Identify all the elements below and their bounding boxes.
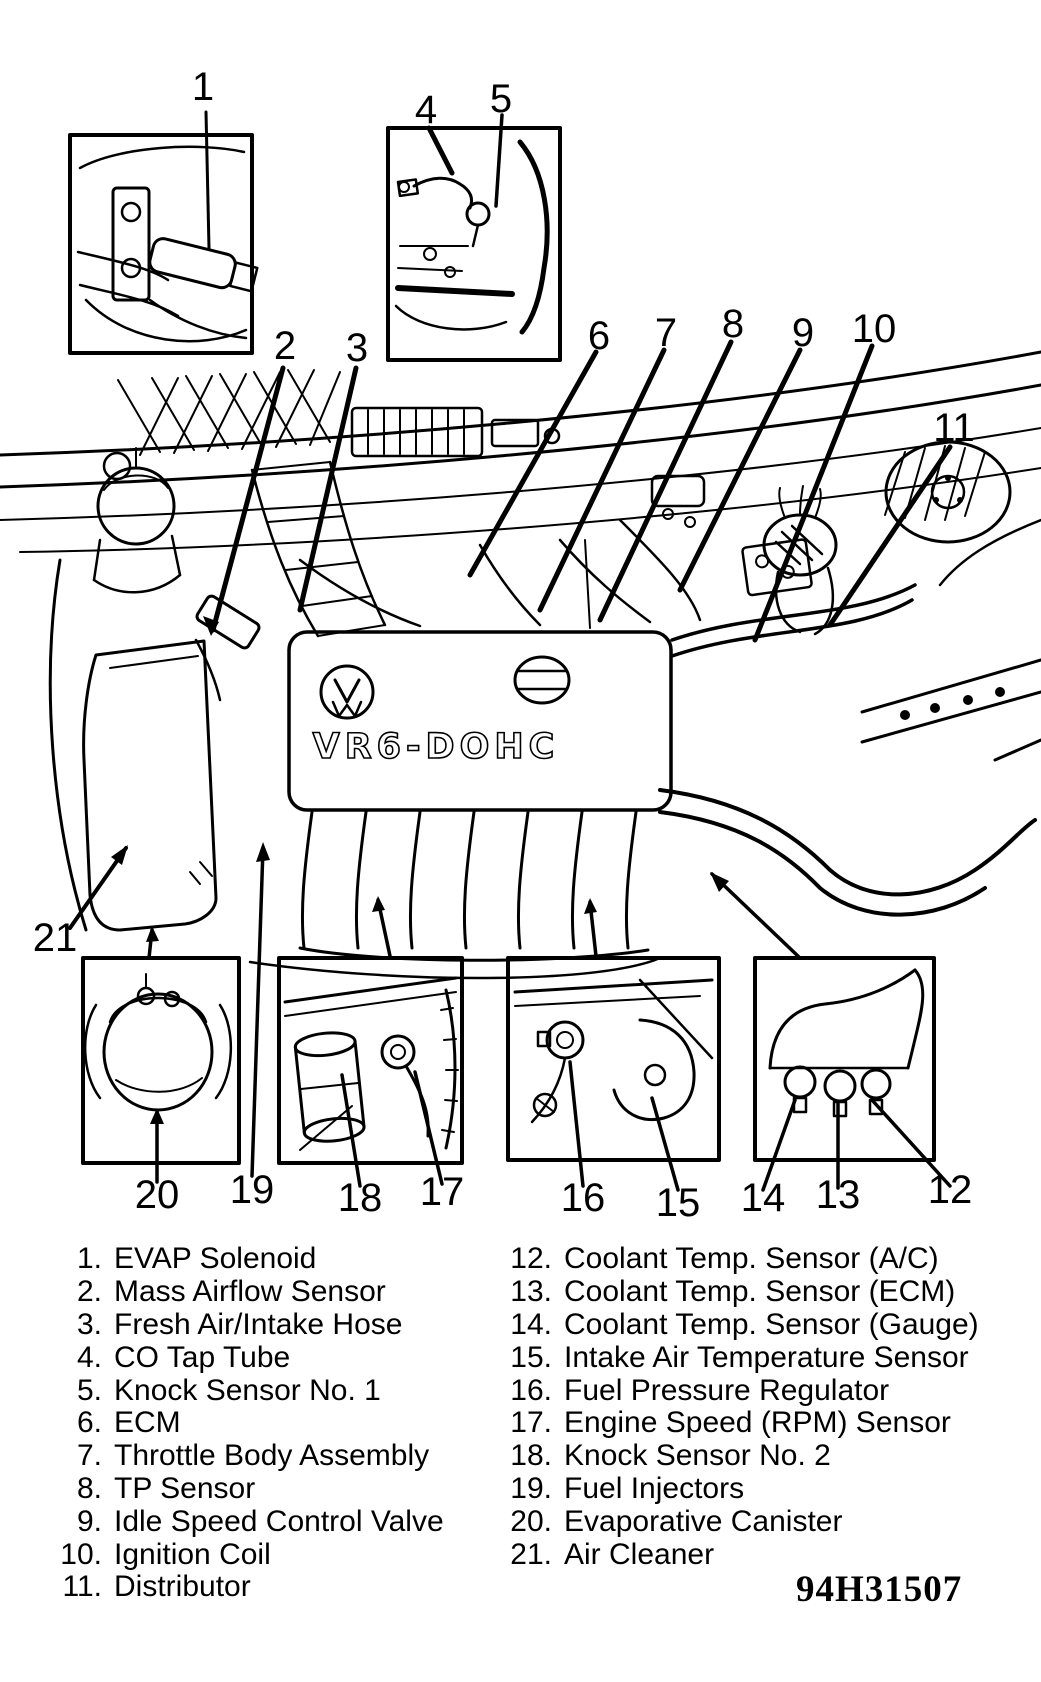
leader-arrowheads: [111, 616, 729, 1124]
coolant-hoses: [658, 583, 1041, 917]
coolant-reservoir: [92, 447, 182, 594]
legend-item-3: 3. Fresh Air/Intake Hose: [38, 1308, 468, 1342]
legend-item-8: 8. TP Sensor: [38, 1471, 468, 1506]
legend-item-label: Fresh Air/Intake Hose: [114, 1308, 403, 1341]
legend-item-label: Distributor: [114, 1570, 251, 1604]
legend-item-number: 21.: [510, 1537, 552, 1571]
engine-bay-line-art: VR6-DOHC: [0, 110, 1041, 1192]
legend-item-label: Evaporative Canister: [564, 1504, 843, 1538]
legend-item-label: Intake Air Temperature Sensor: [564, 1340, 969, 1374]
legend-item-label: TP Sensor: [114, 1471, 256, 1505]
legend-item-14: 14. Coolant Temp. Sensor (Gauge): [490, 1308, 1030, 1342]
oil-cap: [513, 655, 571, 705]
legend-item-label: Engine Speed (RPM) Sensor: [564, 1406, 951, 1440]
legend-column-left: 1. EVAP Solenoid 2. Mass Airflow Sensor 3. Fr…: [38, 1242, 468, 1604]
legend-item-7: 7. Throttle Body Assembly: [38, 1439, 468, 1473]
legend-item-number: 7.: [76, 1439, 102, 1473]
legend-item-label: Idle Speed Control Valve: [114, 1504, 444, 1538]
mass-airflow-sensor: [195, 594, 261, 650]
legend-item-number: 1.: [76, 1242, 102, 1276]
legend-item-number: 13.: [510, 1275, 552, 1309]
legend-item-label: Coolant Temp. Sensor (Gauge): [564, 1308, 979, 1341]
inset-box-coolant-sensors: [753, 956, 936, 1162]
legend-item-21: 21. Air Cleaner: [490, 1538, 1030, 1571]
legend-item-4: 4. CO Tap Tube: [38, 1341, 468, 1374]
legend-item-16: 16. Fuel Pressure Regulator: [490, 1374, 1030, 1407]
legend-item-label: Knock Sensor No. 2: [564, 1439, 831, 1473]
figure-code: 94H31507: [796, 1569, 963, 1610]
legend-item-label: Fuel Pressure Regulator: [564, 1373, 890, 1407]
legend-item-number: 4.: [76, 1340, 102, 1374]
leader-lines: [68, 110, 953, 1192]
legend-item-2: 2. Mass Airflow Sensor: [38, 1275, 468, 1309]
legend-item-19: 19. Fuel Injectors: [490, 1471, 1030, 1506]
legend-item-17: 17. Engine Speed (RPM) Sensor: [490, 1406, 1030, 1440]
legend-item-number: 14.: [510, 1308, 552, 1341]
legend-item-12: 12. Coolant Temp. Sensor (A/C): [490, 1242, 1030, 1276]
legend-item-18: 18. Knock Sensor No. 2: [490, 1439, 1030, 1473]
legend-item-number: 8.: [76, 1471, 102, 1505]
legend-item-number: 9.: [76, 1504, 102, 1538]
legend-item-6: 6. ECM: [38, 1406, 468, 1440]
legend-item-number: 10.: [60, 1537, 102, 1571]
legend-item-label: Coolant Temp. Sensor (ECM): [564, 1275, 956, 1309]
legend-item-20: 20. Evaporative Canister: [490, 1505, 1030, 1538]
inset-box-regulator-iat: [506, 956, 721, 1162]
inset-box-evap-canister: [81, 956, 241, 1165]
legend-item-5: 5. Knock Sensor No. 1: [38, 1374, 468, 1407]
legend-item-number: 15.: [510, 1340, 552, 1374]
strut-tower: [884, 440, 1012, 544]
legend-item-number: 17.: [510, 1406, 552, 1440]
air-cleaner: [82, 639, 218, 932]
legend-item-1: 1. EVAP Solenoid: [38, 1242, 468, 1276]
inset-box-evap-solenoid: [68, 133, 259, 355]
inset-box-co-tap-knock1: [386, 126, 562, 362]
legend-item-number: 12.: [510, 1242, 552, 1276]
legend-item-label: EVAP Solenoid: [114, 1242, 317, 1276]
legend-item-label: Knock Sensor No. 1: [114, 1373, 381, 1407]
grille-hatch: [117, 369, 341, 456]
legend-item-number: 18.: [510, 1439, 552, 1473]
legend-item-number: 2.: [76, 1275, 102, 1309]
intake-manifold: [248, 810, 662, 980]
cowl-lines: [0, 350, 1041, 932]
frame-rail: [860, 658, 1041, 744]
maf-duct: [194, 638, 222, 702]
legend-item-15: 15. Intake Air Temperature Sensor: [490, 1341, 1030, 1374]
legend-item-number: 5.: [76, 1373, 102, 1407]
legend-item-label: Coolant Temp. Sensor (A/C): [564, 1242, 939, 1276]
ignition-coil: [650, 474, 706, 528]
legend-item-number: 20.: [510, 1504, 552, 1538]
legend-item-label: Throttle Body Assembly: [114, 1439, 430, 1473]
legend-column-right: 12. Coolant Temp. Sensor (A/C) 13. Coolant …: [490, 1242, 1030, 1571]
legend-item-13: 13. Coolant Temp. Sensor (ECM): [490, 1275, 1030, 1309]
legend-item-label: CO Tap Tube: [114, 1340, 291, 1374]
legend-item-label: ECM: [114, 1406, 181, 1440]
legend-item-label: Ignition Coil: [114, 1537, 271, 1571]
legend-item-9: 9. Idle Speed Control Valve: [38, 1505, 468, 1538]
cowl-vent: [350, 406, 561, 458]
legend-item-number: 3.: [76, 1308, 102, 1341]
vw-logo: [319, 664, 375, 720]
legend-item-number: 16.: [510, 1373, 552, 1407]
fresh-air-hose: [250, 460, 387, 638]
legend-item-number: 19.: [510, 1471, 552, 1505]
engine-cover: VR6-DOHC: [287, 630, 673, 812]
legend-item-11: 11. Distributor: [38, 1570, 468, 1604]
legend-item-number: 6.: [76, 1406, 102, 1440]
legend-item-label: Fuel Injectors: [564, 1471, 745, 1505]
legend-item-label: Air Cleaner: [564, 1537, 715, 1571]
legend-item-10: 10. Ignition Coil: [38, 1538, 468, 1571]
engine-cover-label: VR6-DOHC: [313, 727, 560, 767]
legend-item-number: 11.: [62, 1570, 102, 1604]
legend-item-label: Mass Airflow Sensor: [114, 1275, 386, 1309]
inset-box-rpm-knock2: [277, 956, 464, 1165]
